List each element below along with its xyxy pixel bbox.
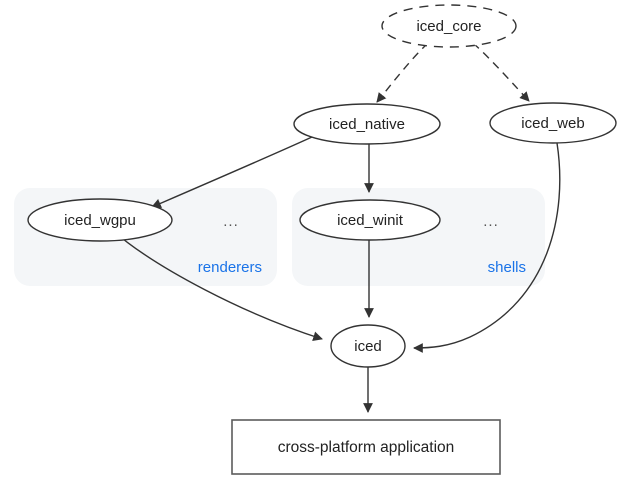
node-application-label: cross-platform application bbox=[278, 439, 455, 456]
edge-iced-web-to-iced bbox=[413, 142, 561, 353]
node-iced-native-label: iced_native bbox=[329, 116, 405, 133]
edge-iced-native-to-iced-wgpu bbox=[151, 136, 313, 209]
node-iced-winit-shape[interactable] bbox=[299, 199, 441, 241]
node-iced-winit-label: iced_winit bbox=[337, 212, 404, 229]
cluster-shells-label: shells bbox=[488, 259, 526, 276]
node-iced-winit[interactable]: iced_winit bbox=[299, 199, 441, 241]
node-iced-core-label: iced_core bbox=[416, 18, 481, 35]
node-iced-native[interactable]: iced_native bbox=[293, 103, 441, 145]
node-iced-web-label: iced_web bbox=[521, 115, 584, 132]
cluster-renderers-ellipsis: ... bbox=[223, 213, 239, 230]
edge-iced-core-to-iced-web bbox=[472, 42, 530, 102]
edge-layer bbox=[122, 42, 561, 413]
node-iced[interactable]: iced bbox=[330, 324, 406, 368]
node-iced-wgpu-label: iced_wgpu bbox=[64, 212, 136, 229]
node-iced-web-shape[interactable] bbox=[489, 102, 617, 144]
node-iced-shape[interactable] bbox=[330, 324, 406, 368]
node-iced-core[interactable]: iced_core bbox=[381, 4, 517, 48]
node-application[interactable]: cross-platform application bbox=[231, 419, 501, 475]
node-iced-web[interactable]: iced_web bbox=[489, 102, 617, 144]
node-iced-wgpu[interactable]: iced_wgpu bbox=[27, 198, 173, 242]
node-iced-core-shape[interactable] bbox=[381, 4, 517, 48]
node-iced-native-shape[interactable] bbox=[293, 103, 441, 145]
node-application-shape[interactable] bbox=[231, 419, 501, 475]
node-iced-label: iced bbox=[354, 338, 382, 355]
edge-iced-core-to-iced-native bbox=[376, 42, 429, 103]
edge-iced-wgpu-to-iced bbox=[122, 238, 323, 341]
cluster-renderers-label: renderers bbox=[198, 259, 262, 276]
node-iced-wgpu-shape[interactable] bbox=[27, 198, 173, 242]
cluster-shells-ellipsis: ... bbox=[483, 213, 499, 230]
